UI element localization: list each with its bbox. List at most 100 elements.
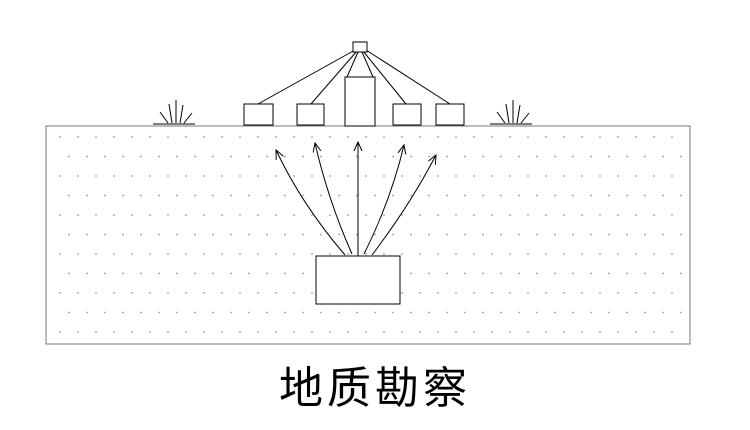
soil-dot bbox=[590, 272, 592, 275]
soil-dot bbox=[77, 175, 79, 177]
soil-dot bbox=[383, 253, 385, 255]
soil-dot bbox=[536, 194, 538, 197]
soil-dot bbox=[617, 331, 619, 333]
soil-dot bbox=[293, 292, 295, 294]
soil-dot bbox=[320, 233, 322, 236]
soil-dot bbox=[599, 331, 601, 333]
soil-dot bbox=[671, 253, 673, 255]
soil-dot bbox=[554, 311, 556, 314]
soil-dot bbox=[626, 311, 628, 314]
soil-dot bbox=[221, 253, 223, 255]
soil-dot bbox=[329, 175, 331, 177]
soil-dot bbox=[284, 272, 286, 275]
soil-dot bbox=[518, 155, 520, 158]
soil-dot bbox=[491, 136, 493, 138]
soil-dot bbox=[122, 272, 124, 275]
soil-dot bbox=[545, 175, 547, 177]
soil-dot bbox=[275, 136, 277, 138]
soil-dot bbox=[221, 331, 223, 333]
soil-dot bbox=[455, 136, 457, 138]
soil-dot bbox=[59, 331, 61, 333]
soil-dot bbox=[266, 272, 268, 275]
soil-dot bbox=[428, 272, 430, 275]
soil-dot bbox=[662, 155, 664, 158]
soil-dot bbox=[347, 214, 349, 216]
soil-dot bbox=[311, 253, 313, 255]
soil-dot bbox=[293, 214, 295, 216]
soil-dot bbox=[356, 194, 358, 197]
soil-dot bbox=[392, 233, 394, 236]
soil-dot bbox=[167, 253, 169, 255]
soil-dot bbox=[68, 155, 70, 158]
soil-dot bbox=[347, 175, 349, 177]
soil-dot bbox=[419, 136, 421, 138]
soil-dot bbox=[158, 311, 160, 314]
soil-dot bbox=[617, 175, 619, 177]
soil-dot bbox=[248, 194, 250, 197]
soil-dot bbox=[59, 292, 61, 294]
soil-dot bbox=[95, 175, 97, 177]
soil-dot bbox=[563, 175, 565, 177]
soil-dot bbox=[563, 331, 565, 333]
soil-dot bbox=[599, 292, 601, 294]
soil-dot bbox=[401, 253, 403, 255]
soil-dot bbox=[59, 214, 61, 216]
soil-dot bbox=[509, 253, 511, 255]
soil-dot bbox=[392, 155, 394, 158]
soil-dot bbox=[338, 194, 340, 197]
soil-dot bbox=[302, 194, 304, 197]
soil-dot bbox=[653, 331, 655, 333]
soil-dot bbox=[671, 331, 673, 333]
soil-dot bbox=[680, 272, 682, 275]
soil-dot bbox=[221, 136, 223, 138]
soil-dot bbox=[608, 194, 610, 197]
soil-dot bbox=[329, 214, 331, 216]
soil-dot bbox=[392, 194, 394, 197]
soil-dot bbox=[68, 233, 70, 236]
soil-dot bbox=[320, 194, 322, 197]
soil-dot bbox=[266, 311, 268, 314]
soil-dot bbox=[167, 214, 169, 216]
soil-dot bbox=[230, 194, 232, 197]
soil-dot bbox=[419, 292, 421, 294]
soil-dot bbox=[617, 214, 619, 216]
soil-dot bbox=[329, 331, 331, 333]
soil-dot bbox=[77, 331, 79, 333]
soil-dot bbox=[113, 331, 115, 333]
soil-dot bbox=[617, 136, 619, 138]
soil-dot bbox=[140, 272, 142, 275]
soil-dot bbox=[86, 155, 88, 158]
soil-dot bbox=[374, 233, 376, 236]
soil-dot bbox=[473, 292, 475, 294]
soil-dot bbox=[383, 214, 385, 216]
soil-dot bbox=[320, 155, 322, 158]
soil-dot bbox=[194, 233, 196, 236]
soil-dot bbox=[581, 136, 583, 138]
soil-dot bbox=[509, 214, 511, 216]
soil-dot bbox=[482, 311, 484, 314]
soil-dot bbox=[446, 233, 448, 236]
soil-dot bbox=[608, 311, 610, 314]
soil-dot bbox=[239, 331, 241, 333]
soil-dot bbox=[95, 253, 97, 255]
soil-dot bbox=[428, 155, 430, 158]
soil-dot bbox=[491, 331, 493, 333]
soil-dot bbox=[284, 155, 286, 158]
soil-dot bbox=[104, 194, 106, 197]
soil-dot bbox=[428, 194, 430, 197]
soil-dot bbox=[464, 194, 466, 197]
soil-dot bbox=[104, 311, 106, 314]
soil-dot bbox=[410, 194, 412, 197]
soil-dot bbox=[140, 311, 142, 314]
soil-dot bbox=[401, 175, 403, 177]
soil-dot bbox=[284, 233, 286, 236]
soil-dot bbox=[554, 194, 556, 197]
soil-dot bbox=[401, 214, 403, 216]
soil-dot bbox=[446, 194, 448, 197]
soil-dot bbox=[563, 136, 565, 138]
soil-dot bbox=[455, 292, 457, 294]
soil-dot bbox=[563, 253, 565, 255]
soil-dot bbox=[95, 331, 97, 333]
soil-dot bbox=[311, 175, 313, 177]
